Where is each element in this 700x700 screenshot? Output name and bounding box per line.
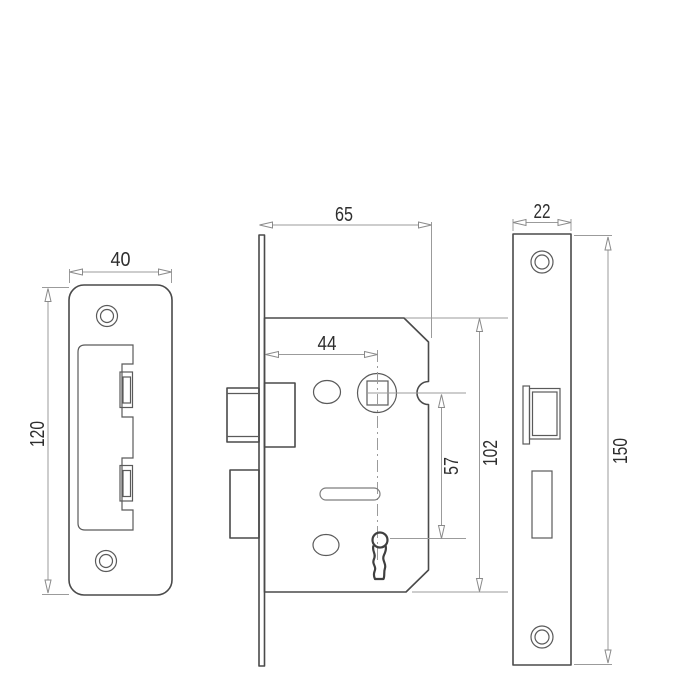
deadbolt-opening: [531, 470, 553, 539]
faceplate-view: [512, 233, 572, 666]
dim-label-faceplate-height: 150: [610, 438, 632, 464]
dim-backset: 44: [265, 333, 378, 359]
dim-label-keep-height: 120: [27, 421, 49, 447]
lever-slot: [319, 487, 381, 501]
keep-cutout: [77, 344, 134, 531]
fixing-hole-top-icon: [312, 379, 342, 405]
forend-edge: [258, 234, 266, 667]
keep-tab-bottom: [119, 464, 134, 502]
faceplate-screw-hole-bottom-inner-icon: [534, 629, 550, 645]
latchbolt-front-edge: [522, 385, 531, 445]
faceplate-screw-hole-bottom-icon: [530, 625, 554, 649]
faceplate-outline: [512, 233, 572, 666]
dimensions: 40 120 65 44 57: [27, 201, 632, 665]
keep-tab-bottom-inner: [122, 469, 132, 498]
latchbolt-body: [263, 382, 296, 448]
keep-screw-hole-top-inner-icon: [99, 308, 115, 324]
keep-outline: [68, 284, 173, 596]
keep-tab-top: [119, 371, 134, 409]
dim-label-faceplate-width: 22: [534, 201, 551, 223]
dim-label-keep-width: 40: [111, 249, 131, 271]
latchbolt-head: [226, 387, 260, 443]
dim-faceplate-height: 150: [574, 235, 632, 665]
dim-label-backset: 44: [318, 333, 337, 355]
dim-case-height: 102: [405, 317, 508, 593]
dim-label-spindle-to-keyhole: 57: [441, 457, 463, 475]
lock-case-view: [226, 234, 430, 667]
keep-screw-hole-top-icon: [95, 304, 119, 328]
fixing-hole-bottom-icon: [312, 533, 340, 557]
latchbolt-front-face: [528, 387, 561, 440]
faceplate-screw-hole-top-inner-icon: [534, 254, 550, 270]
keep-screw-hole-bottom-inner-icon: [98, 553, 114, 569]
keep-tab-top-inner: [122, 376, 132, 404]
dim-keep-width: 40: [69, 249, 172, 283]
keep-view: [68, 284, 173, 596]
dim-keep-height: 120: [27, 287, 69, 595]
faceplate-screw-hole-top-icon: [530, 250, 554, 274]
keep-screw-hole-bottom-icon: [94, 549, 118, 573]
dim-spindle-to-keyhole: 57: [366, 392, 466, 539]
deadbolt: [229, 469, 260, 539]
dim-case-depth: 65: [259, 204, 432, 338]
keyhole-circle-icon: [371, 531, 389, 549]
keyhole-stem-icon: [371, 545, 388, 581]
dim-faceplate-width: 22: [512, 201, 572, 231]
latchbolt-front-face-inner: [531, 391, 558, 437]
lock-case-outline: [263, 317, 430, 593]
dim-label-case-depth: 65: [335, 204, 353, 226]
dim-label-case-height: 102: [480, 440, 502, 466]
